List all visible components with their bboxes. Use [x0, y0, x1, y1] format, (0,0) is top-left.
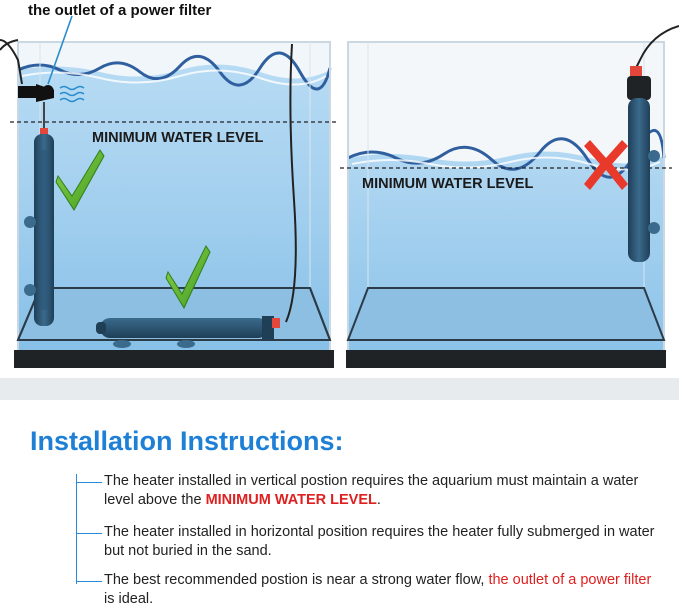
item-2-text: The heater installed in horizontal posit… — [104, 524, 655, 559]
left-min-level-label: MINIMUM WATER LEVEL — [92, 130, 263, 146]
vertical-ok-check-icon — [55, 149, 105, 211]
item-3-connector — [76, 581, 102, 582]
item-1-after: . — [376, 492, 381, 508]
instructions-title: Installation Instructions: — [30, 426, 344, 456]
illustration-canvas: MINIMUM WATER LEVEL — [0, 2, 679, 400]
item-1-connector — [76, 482, 102, 483]
item-2-connector — [76, 533, 102, 534]
left-tank: MINIMUM WATER LEVEL — [0, 15, 338, 368]
instructions-bracket — [76, 474, 77, 584]
left-tank-water — [18, 64, 330, 352]
instruction-item-vertical: The heater installed in vertical postion… — [104, 472, 664, 510]
item-3-after: is ideal. — [104, 591, 154, 607]
item-3-text: The best recommended postion is near a s… — [104, 572, 489, 588]
wrong-level-cross-icon — [584, 140, 628, 190]
right-tank: MINIMUM WATER LEVEL — [340, 25, 679, 368]
installation-instructions: Installation Instructions: The heater in… — [0, 400, 679, 612]
horizontal-heater-body — [100, 318, 268, 338]
callout-pointer — [47, 15, 73, 85]
right-vertical-heater — [627, 25, 679, 262]
horizontal-heater — [96, 43, 297, 348]
right-tank-base — [346, 350, 666, 368]
power-filter-outlet — [0, 39, 85, 103]
right-heater-body — [628, 98, 650, 262]
vertical-heater — [24, 102, 54, 326]
instruction-item-horizontal: The heater installed in horizontal posit… — [104, 523, 664, 561]
item-1-text: The heater installed in vertical postion… — [104, 473, 639, 508]
callout-label: the outlet of a power filter — [28, 2, 212, 19]
instruction-item-recommended: The best recommended postion is near a s… — [104, 571, 664, 609]
item-1-highlight: MINIMUM WATER LEVEL — [205, 492, 377, 508]
horizontal-ok-check-icon — [165, 245, 211, 310]
left-tank-base — [14, 350, 334, 368]
right-min-level-label: MINIMUM WATER LEVEL — [362, 176, 533, 192]
item-3-highlight: the outlet of a power filter — [488, 572, 652, 588]
aquarium-illustration: MINIMUM WATER LEVEL — [0, 0, 679, 400]
